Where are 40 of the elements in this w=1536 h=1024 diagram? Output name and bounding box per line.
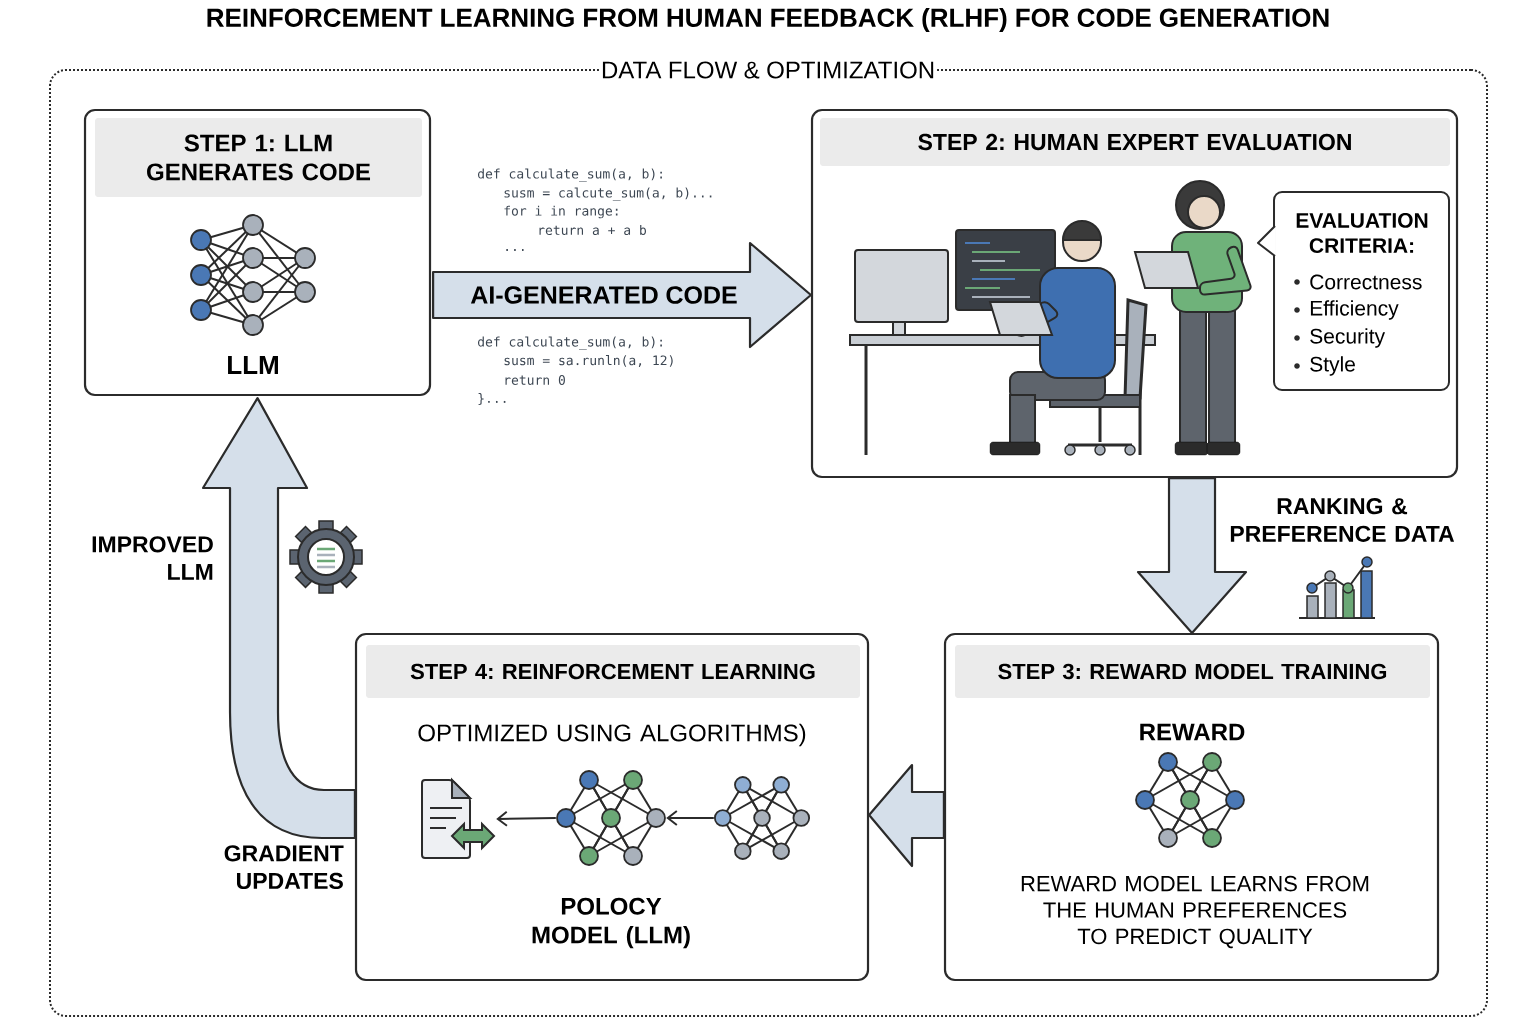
code-line: return 0: [505, 375, 565, 385]
step-box: [943, 632, 1440, 982]
description-text: OPTIMIZED USING ALGORITHMS): [418, 723, 806, 747]
edge-label: AI-GENERATED CODE: [468, 284, 740, 306]
bullet-item: Style: [1294, 356, 1355, 376]
side-label: GRADIENT UPDATES: [224, 845, 344, 890]
edge-label: RANKING & PREFERENCE DATA: [1230, 498, 1455, 542]
code-line: susm = calcute_sum(a, b)...: [504, 187, 712, 201]
block-arrow: [1136, 477, 1248, 634]
arrow: [666, 810, 715, 826]
block-arrow: [868, 763, 945, 868]
neural-network-icon: [556, 770, 666, 866]
title: REINFORCEMENT LEARNING FROM HUMAN FEEDBACK (RLHF) FOR CODE GENERATION: [207, 7, 1329, 33]
bullet-item: Security: [1294, 328, 1385, 348]
side-label: IMPROVED LLM: [92, 536, 213, 580]
node-label: REWARD: [1140, 723, 1245, 741]
arrow: [496, 810, 557, 827]
speech-bubble: [1257, 191, 1450, 391]
step-box: [354, 632, 870, 982]
header-band: STEP 4: REINFORCEMENT LEARNING: [366, 645, 860, 698]
node-label: POLOCY MODEL (LLM): [532, 897, 690, 949]
bullet-item: Efficiency: [1294, 300, 1399, 320]
frame-heading: DATA FLOW & OPTIMIZATION: [598, 59, 938, 81]
description-text: REWARD MODEL LEARNS FROM THE HUMAN PREFERENCES TO PREDICT QUALITY: [1021, 875, 1369, 949]
block-arrow: [201, 397, 356, 840]
header-band: STEP 1: LLM GENERATES CODE: [95, 118, 422, 197]
code-line: def calculate_sum(a, b):: [478, 168, 662, 182]
neural-network-icon: [714, 776, 811, 860]
code-line: return a + a b: [539, 224, 646, 236]
step-box: [83, 108, 432, 397]
code-line: ...: [506, 249, 524, 251]
header-band: STEP 2: HUMAN EXPERT EVALUATION: [820, 118, 1450, 166]
code-line: def calculate_sum(a, b):: [478, 336, 662, 350]
code-line: susm = sa.runln(a, 12): [504, 355, 673, 367]
code-line: }...: [478, 393, 506, 405]
header-band: STEP 3: REWARD MODEL TRAINING: [955, 645, 1430, 698]
code-line: for i in range:: [504, 205, 618, 219]
bubble-heading: EVALUATION CRITERIA:: [1296, 212, 1428, 254]
bullet-item: Correctness: [1294, 274, 1422, 290]
node-label: LLM: [228, 356, 278, 374]
